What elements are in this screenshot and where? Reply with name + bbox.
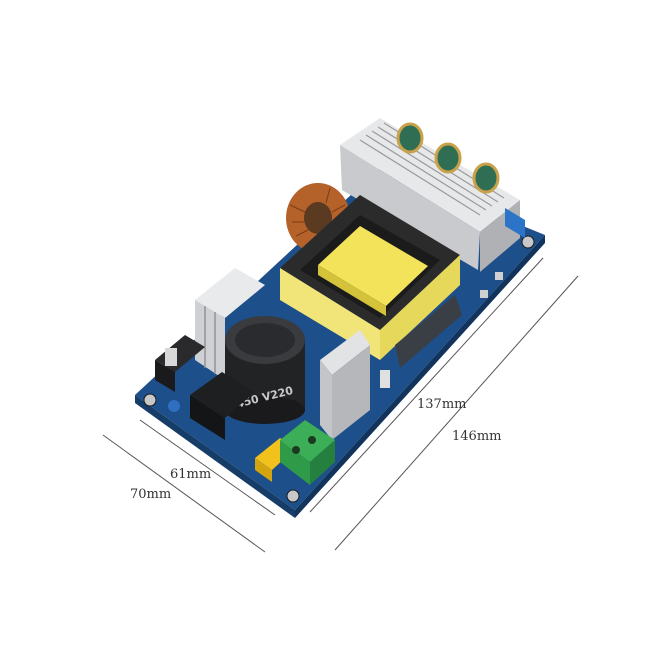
dimension-label-outer-length: 146mm <box>452 429 502 444</box>
dimension-label-inner-length: 137mm <box>417 397 467 412</box>
mounting-hole <box>143 393 157 407</box>
small-components <box>380 272 503 388</box>
dimension-label-inner-width: 61mm <box>170 467 212 482</box>
input-heatsink <box>195 268 265 380</box>
pcb-edge <box>135 395 295 518</box>
input-heatsink-right <box>320 330 370 440</box>
output-terminal <box>505 208 525 238</box>
pcb-module <box>395 295 462 368</box>
small-capacitor <box>168 400 180 412</box>
mounting-hole <box>286 489 300 503</box>
dimension-lines <box>102 257 579 553</box>
input-connector <box>155 335 205 392</box>
terminal-block <box>280 420 335 485</box>
bridge-rectifier <box>190 372 255 418</box>
output-capacitors <box>396 122 500 194</box>
bobbin-tape <box>318 226 428 306</box>
bulk-capacitor: 450 V220 <box>225 316 305 424</box>
pcb-edge-right <box>295 235 545 518</box>
mounting-hole <box>521 235 535 249</box>
dimension-label-outer-width: 70mm <box>130 487 172 502</box>
